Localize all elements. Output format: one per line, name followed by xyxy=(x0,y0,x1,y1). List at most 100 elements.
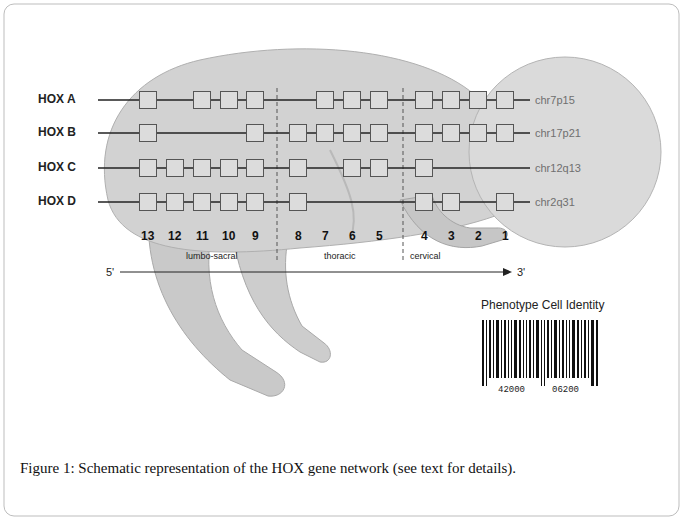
art-shape xyxy=(529,320,531,378)
gene-square xyxy=(371,125,388,142)
fetus-illustration xyxy=(104,49,661,396)
paralog-number: 12 xyxy=(168,230,181,243)
gene-square xyxy=(497,125,514,142)
gene-square xyxy=(247,92,264,109)
art-shape xyxy=(403,88,404,262)
art-shape xyxy=(98,167,530,169)
gene-square xyxy=(416,125,433,142)
gene-square xyxy=(470,92,487,109)
gene-square xyxy=(221,160,238,177)
gene-square xyxy=(194,92,211,109)
gene-square xyxy=(497,194,514,211)
gene-square xyxy=(416,160,433,177)
art-shape xyxy=(588,320,589,378)
gene-square xyxy=(140,194,157,211)
direction-end: 5' xyxy=(106,266,114,278)
region-label: lumbo-sacral xyxy=(186,252,238,262)
gene-square xyxy=(140,160,157,177)
cluster-name: HOX C xyxy=(38,161,76,174)
gene-square xyxy=(443,92,460,109)
art-shape xyxy=(547,320,549,378)
art-shape xyxy=(469,57,661,247)
art-shape xyxy=(526,320,527,378)
art-shape xyxy=(533,320,534,378)
gene-square xyxy=(317,92,334,109)
paralog-number: 10 xyxy=(222,230,235,243)
gene-square xyxy=(290,160,307,177)
gene-square xyxy=(194,160,211,177)
art-shape xyxy=(496,320,499,378)
cluster-name: HOX D xyxy=(38,195,76,208)
gene-square xyxy=(247,160,264,177)
art-shape xyxy=(536,320,539,378)
barcode-digits: 06200 xyxy=(551,386,580,396)
gene-square xyxy=(194,194,211,211)
region-label: cervical xyxy=(410,252,441,262)
art-shape xyxy=(569,320,570,378)
art-shape xyxy=(489,320,491,378)
gene-square xyxy=(443,125,460,142)
art-shape xyxy=(98,132,530,134)
gene-square xyxy=(140,92,157,109)
paralog-number: 9 xyxy=(252,230,259,243)
figure-caption: Figure 1: Schematic representation of th… xyxy=(20,458,660,478)
art-shape xyxy=(504,320,506,378)
art-shape xyxy=(572,320,575,378)
gene-square xyxy=(344,92,361,109)
art-shape xyxy=(544,320,545,386)
art-shape xyxy=(508,320,509,378)
cluster-name: HOX B xyxy=(38,126,76,139)
gene-square xyxy=(416,92,433,109)
art-shape xyxy=(577,320,579,378)
gene-square xyxy=(371,92,388,109)
gene-square xyxy=(470,125,487,142)
gene-cluster-lines xyxy=(98,100,530,202)
art-shape xyxy=(559,320,560,378)
dashed-boundaries xyxy=(277,88,403,262)
art-shape xyxy=(277,88,278,262)
gene-square xyxy=(344,125,361,142)
paralog-number: 11 xyxy=(196,230,209,243)
chromosome-locus: chr7p15 xyxy=(535,94,575,106)
art-shape xyxy=(519,320,521,378)
paralog-number: 5 xyxy=(376,230,383,243)
cluster-name: HOX A xyxy=(38,93,76,106)
gene-squares xyxy=(140,92,514,211)
gene-square xyxy=(221,92,238,109)
gene-square xyxy=(290,125,307,142)
art-shape xyxy=(584,320,586,378)
art-shape xyxy=(98,201,530,203)
barcode xyxy=(482,320,598,386)
direction-arrow xyxy=(120,268,512,276)
art-shape xyxy=(554,320,557,378)
art-shape xyxy=(486,320,487,386)
chromosome-locus: chr17p21 xyxy=(535,127,581,139)
paralog-number: 1 xyxy=(502,230,509,243)
chromosome-locus: chr12q13 xyxy=(535,162,581,174)
paralog-number: 4 xyxy=(421,230,428,243)
art-shape xyxy=(591,320,594,386)
direction-end: 3' xyxy=(517,266,525,278)
gene-square xyxy=(167,194,184,211)
gene-square xyxy=(290,194,307,211)
gene-square xyxy=(317,125,334,142)
art-shape xyxy=(501,320,502,378)
paralog-number: 8 xyxy=(295,230,302,243)
art-shape xyxy=(581,320,582,378)
gene-square xyxy=(221,194,238,211)
chromosome-locus: chr2q31 xyxy=(535,196,575,208)
paralog-number: 2 xyxy=(475,230,482,243)
art-shape xyxy=(541,320,542,386)
art-shape xyxy=(562,320,564,378)
paralog-number: 6 xyxy=(349,230,356,243)
paralog-number: 3 xyxy=(448,230,455,243)
barcode-caption: Phenotype Cell Identity xyxy=(481,299,604,312)
gene-square xyxy=(497,92,514,109)
region-label: thoracic xyxy=(324,252,356,262)
paralog-number: 13 xyxy=(141,230,154,243)
art-shape xyxy=(514,320,517,378)
gene-square xyxy=(140,125,157,142)
art-shape xyxy=(104,49,509,252)
gene-square xyxy=(247,194,264,211)
